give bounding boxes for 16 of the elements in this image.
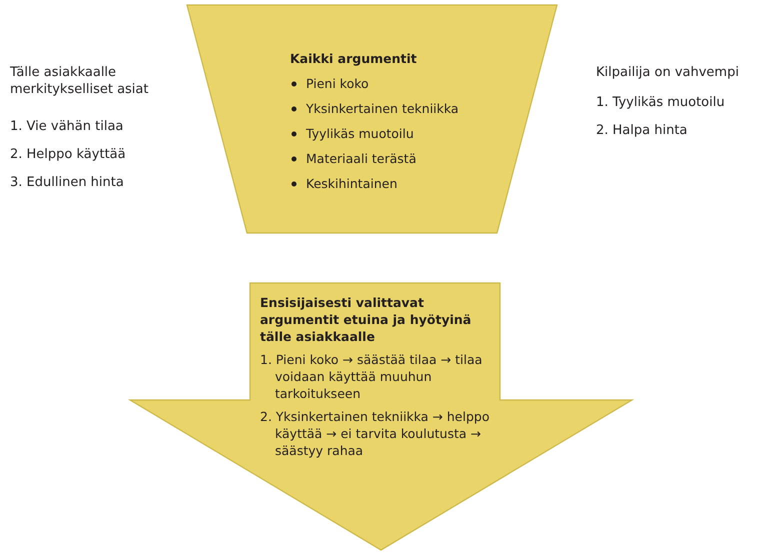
benefit-item: 1. Pieni koko → säästää tilaa → tilaa voidaan käyttää muuhun tarkoitukseen [260, 351, 484, 402]
benefit-item: 2. Yksinkertainen tekniikka → helppo käyttää → ei tarvita koulutusta → säästyy rahaa [260, 408, 490, 459]
arrow-heading: Ensisijaisesti valittavat argumentit etuina ja hyötyinä tälle asiakkaalle [260, 294, 472, 345]
group-heading: Tälle asiakkaalle merkitykselliset asiat [10, 64, 150, 98]
bullet-item: Keskihintainen [306, 175, 398, 192]
funnel-heading: Kaikki argumentit [290, 50, 418, 67]
bullet-item: Yksinkertainen tekniikka [306, 100, 460, 117]
group-heading: Kilpailija on vahvempi [596, 64, 740, 81]
list-item: 1. Tyylikäs muotoilu [596, 94, 726, 111]
list-item: 2. Helppo käyttää [10, 146, 127, 163]
bullet-item: Materiaali terästä [306, 150, 418, 167]
list-item: 3. Edullinen hinta [10, 174, 125, 191]
list-item: 2. Halpa hinta [596, 122, 688, 139]
list-item: 1. Vie vähän tilaa [10, 118, 124, 135]
bullet-item: Pieni koko [306, 75, 370, 92]
bullet-item: Tyylikäs muotoilu [306, 125, 415, 142]
